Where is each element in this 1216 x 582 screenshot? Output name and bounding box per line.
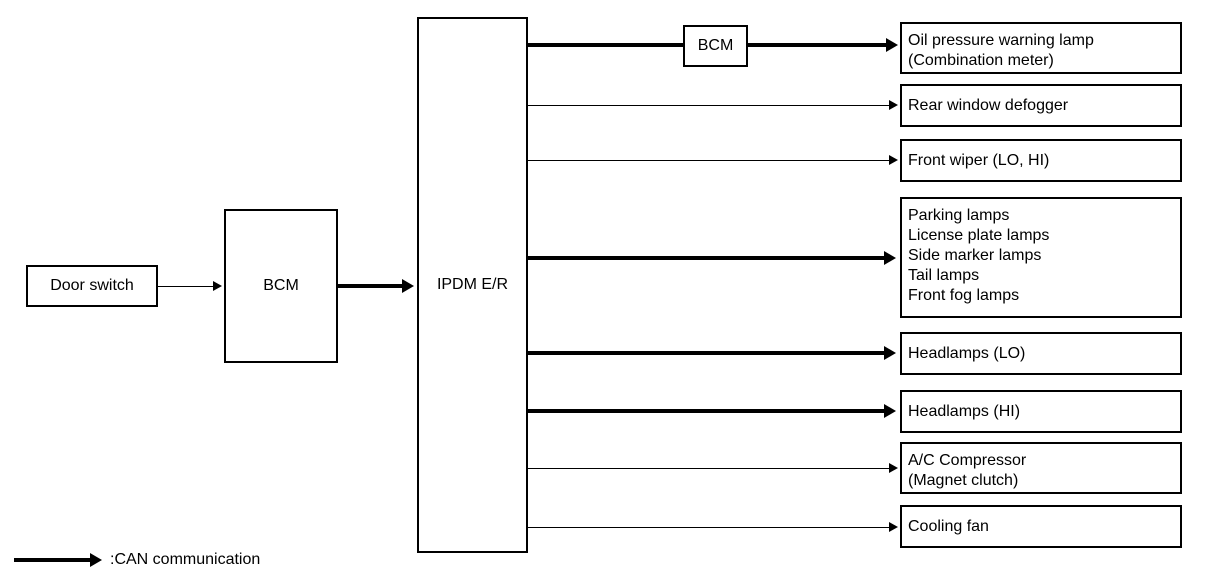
- legend-thick-arrow-line: [14, 558, 92, 562]
- output-label-rear-window-defogger: Rear window defogger: [908, 96, 1069, 114]
- output-box-rear-window-defogger: Rear window defogger: [900, 84, 1182, 127]
- arrowhead-output-3-icon: [889, 155, 898, 165]
- output-label-oil-pressure-warning-lamp: Oil pressure warning lamp (Combination m…: [908, 32, 1094, 69]
- output-label-cooling-fan: Cooling fan: [908, 517, 989, 535]
- arrowhead-output-2-icon: [889, 100, 898, 110]
- output-label-headlamps-lo: Headlamps (LO): [908, 344, 1026, 362]
- arrowhead-bcm-to-ipdm-icon: [402, 279, 414, 293]
- connector-ipdm-to-output-4: [528, 256, 886, 260]
- connector-door-switch-to-bcm: [158, 286, 215, 287]
- arrowhead-output-6-icon: [884, 404, 896, 418]
- node-ipdm-er-label: IPDM E/R: [436, 276, 509, 293]
- output-box-parking-lamps-group: Parking lamps License plate lamps Side m…: [900, 197, 1182, 318]
- node-bcm-top: BCM: [683, 25, 748, 67]
- connector-ipdm-to-output-6: [528, 409, 886, 413]
- output-label-parking-lamps-group: Parking lamps License plate lamps Side m…: [908, 207, 1050, 304]
- connector-bcm-to-ipdm-can: [338, 284, 404, 288]
- connector-ipdm-to-output-3: [528, 160, 891, 161]
- output-box-headlamps-lo: Headlamps (LO): [900, 332, 1182, 375]
- arrowhead-output-8-icon: [889, 522, 898, 532]
- node-ipdm-er: IPDM E/R: [417, 17, 528, 553]
- arrowhead-output-5-icon: [884, 346, 896, 360]
- arrowhead-output-4-icon: [884, 251, 896, 265]
- arrowhead-output-7-icon: [889, 463, 898, 473]
- output-box-headlamps-hi: Headlamps (HI): [900, 390, 1182, 433]
- legend-label: :CAN communication: [110, 551, 261, 568]
- legend-thick-arrowhead-icon: [90, 553, 102, 567]
- node-bcm-left: BCM: [224, 209, 338, 363]
- output-box-ac-compressor: A/C Compressor (Magnet clutch): [900, 442, 1182, 494]
- connector-ipdm-to-bcm-top: [528, 43, 683, 47]
- node-bcm-left-label: BCM: [263, 277, 299, 294]
- connector-bcm-top-to-output-1: [748, 43, 888, 47]
- connector-ipdm-to-output-7: [528, 468, 891, 469]
- node-bcm-top-label: BCM: [697, 37, 734, 54]
- output-label-front-wiper: Front wiper (LO, HI): [908, 151, 1050, 169]
- connector-ipdm-to-output-2: [528, 105, 891, 106]
- output-box-oil-pressure-warning-lamp: Oil pressure warning lamp (Combination m…: [900, 22, 1182, 74]
- arrowhead-output-1-icon: [886, 38, 898, 52]
- connector-ipdm-to-output-8: [528, 527, 891, 528]
- output-label-headlamps-hi: Headlamps (HI): [908, 402, 1021, 420]
- arrowhead-door-switch-to-bcm-icon: [213, 281, 222, 291]
- output-box-front-wiper: Front wiper (LO, HI): [900, 139, 1182, 182]
- node-door-switch: Door switch: [26, 265, 158, 307]
- node-door-switch-label: Door switch: [50, 277, 134, 294]
- connector-ipdm-to-output-5: [528, 351, 886, 355]
- output-label-ac-compressor: A/C Compressor (Magnet clutch): [908, 452, 1027, 489]
- output-box-cooling-fan: Cooling fan: [900, 505, 1182, 548]
